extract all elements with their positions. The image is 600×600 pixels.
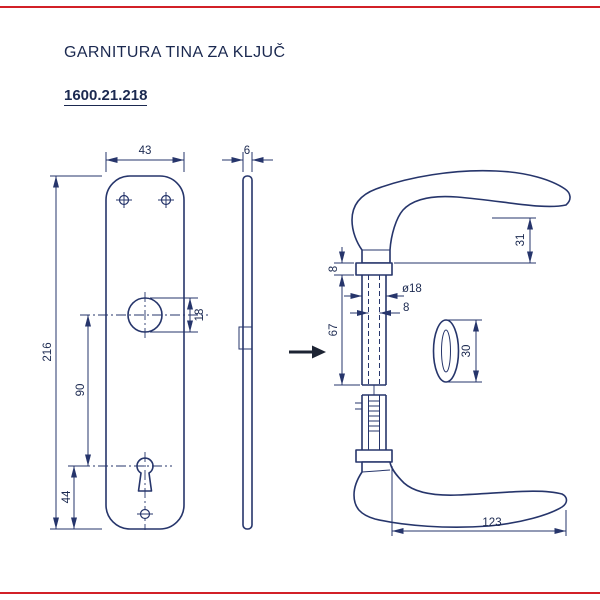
dim-grip-drop: 31 [515,234,527,247]
dim-keyhole-to-bottom: 44 [61,490,73,503]
oval-rosette [432,319,460,383]
dim-collar-height: 8 [328,266,340,272]
side-view-plate: 6 [222,145,273,530]
front-view-plate [80,175,208,530]
dim-stem-length: 67 [328,324,340,337]
rosette-slot [441,329,451,373]
direction-arrow-icon [289,345,326,359]
handle-view: 31 8 67 ø18 8 30 [328,169,571,536]
lever-collar-lower [355,449,393,463]
sheet-border-bottom [0,592,600,594]
dim-plate-thickness: 6 [244,145,250,157]
dim-neck-diameter: ø18 [402,283,422,295]
lever-upper [351,169,571,264]
lever-collar-upper [355,262,393,276]
dim-plate-height: 216 [42,342,54,361]
front-view-dimensions: 43 216 18 90 44 [42,145,206,530]
dim-handle-length: 123 [482,517,501,529]
dim-hole-diameter: 18 [194,309,206,322]
lever-lower [353,461,568,528]
dim-plate-width: 43 [139,145,152,157]
product-code: 1600.21.218 [64,87,148,106]
drawing-header: GARNITURA TINA ZA KLJUČ 1600.21.218 [64,44,285,106]
dim-hole-to-keyhole: 90 [75,384,87,397]
dim-rosette-height: 30 [461,345,473,358]
drawing-title: GARNITURA TINA ZA KLJUČ [64,44,286,61]
dim-spindle-size: 8 [403,302,409,314]
sheet-border-top [0,6,600,8]
